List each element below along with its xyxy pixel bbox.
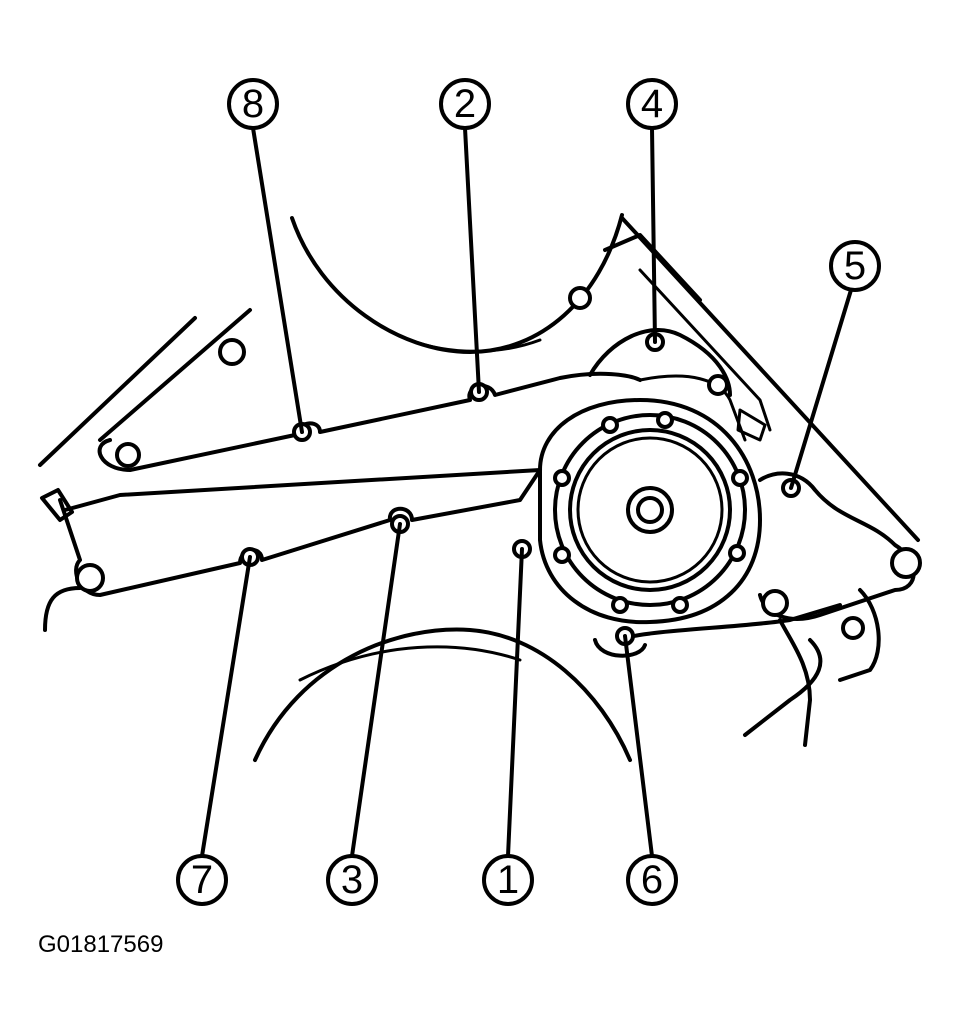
leader-6 <box>623 634 654 858</box>
leader-1 <box>506 547 524 858</box>
pump-shaft-outer <box>626 486 674 534</box>
small-bracket-tab <box>736 408 767 442</box>
callout-8: 8 <box>227 78 279 130</box>
leader-4 <box>650 126 657 344</box>
left-hose <box>43 586 82 632</box>
leader-7 <box>200 555 252 858</box>
right-housing-hole-3 <box>841 616 865 640</box>
right-housing-hole <box>890 547 922 579</box>
block-hole-upper-left <box>218 338 246 366</box>
callout-label: 4 <box>641 82 663 126</box>
callout-7: 7 <box>176 854 228 906</box>
callout-6: 6 <box>626 854 678 906</box>
pump-housing-lower-arm <box>58 468 542 597</box>
right-bracket-lower <box>838 588 881 682</box>
upper-sprocket-arc <box>290 213 624 354</box>
pump-housing-upper-arm <box>97 371 642 472</box>
lower-sprocket-arc <box>253 627 632 762</box>
pump-housing-inner-edge <box>63 468 542 512</box>
callout-label: 3 <box>341 858 363 902</box>
pump-housing-bottom-edge <box>593 638 647 658</box>
callout-label: 7 <box>191 858 213 902</box>
pulley-hole <box>656 411 674 429</box>
callout-2: 2 <box>439 78 491 130</box>
figure-id: G01817569 <box>38 931 163 958</box>
pump-hub-mid <box>568 428 732 592</box>
callout-label: 8 <box>242 82 264 126</box>
right-block-line-2 <box>603 233 702 302</box>
pump-shaft-inner <box>636 496 664 524</box>
pulley-hole <box>728 544 746 562</box>
right-bracket-lever <box>743 638 823 737</box>
pulley-hole <box>611 596 629 614</box>
pulley-hole <box>601 416 619 434</box>
leader-5 <box>789 288 853 490</box>
leader-2 <box>463 126 481 394</box>
callout-label: 6 <box>641 858 663 902</box>
pulley-hole <box>553 546 571 564</box>
callout-3: 3 <box>326 854 378 906</box>
pump-outer-flange <box>538 398 762 625</box>
pump-ear-hole <box>707 374 729 396</box>
right-housing-hole-2 <box>761 589 789 617</box>
leader-8 <box>251 126 304 434</box>
callout-label: 2 <box>454 82 476 126</box>
bolt-hole-left-lower <box>75 563 105 593</box>
callout-1: 1 <box>482 854 534 906</box>
pump-hub-inner <box>576 436 724 584</box>
pump-hub-outer <box>553 413 747 607</box>
left-bracket <box>40 488 74 522</box>
right-block-line-3 <box>638 268 772 432</box>
left-block-line-inner <box>98 308 252 442</box>
pump-housing-mid-line <box>638 374 747 442</box>
callout-label: 1 <box>497 858 519 902</box>
callout-label: 5 <box>844 244 866 288</box>
left-block-line-outer <box>38 316 197 467</box>
leader-3 <box>350 522 402 858</box>
callout-5: 5 <box>829 240 881 292</box>
right-bracket-lever-2 <box>778 618 812 747</box>
pulley-hole <box>671 596 689 614</box>
pulley-hole <box>731 469 749 487</box>
bolt-hole-left-ear <box>115 442 141 468</box>
lower-sprocket-inner-arc <box>298 645 522 682</box>
pulley-hole <box>553 469 571 487</box>
upper-sprocket-hole <box>568 286 592 310</box>
callout-4: 4 <box>626 78 678 130</box>
